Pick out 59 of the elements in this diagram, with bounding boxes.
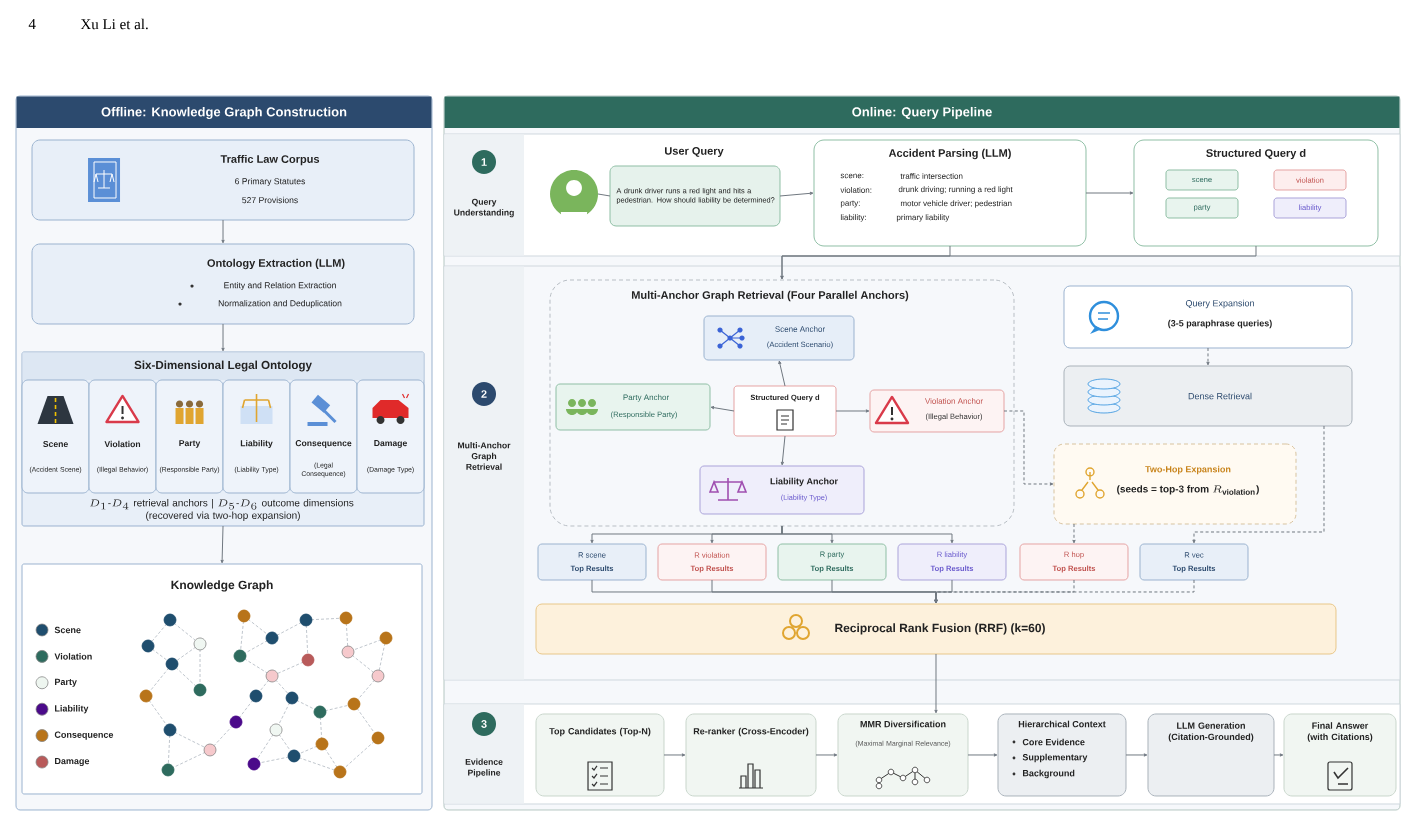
field-chip — [1273, 197, 1347, 219]
field-chip — [1273, 169, 1347, 191]
step-box — [1283, 713, 1397, 797]
arrow — [1192, 425, 1325, 544]
arrow — [590, 525, 783, 544]
arrow — [780, 435, 786, 466]
arrow — [1125, 753, 1148, 757]
arrow — [779, 191, 814, 197]
arrow — [1273, 753, 1284, 757]
arrow — [220, 525, 224, 564]
arrow — [778, 360, 786, 387]
arrow — [1072, 523, 1076, 544]
result-box — [657, 543, 767, 581]
field-chip — [1165, 197, 1239, 219]
anchor-box — [703, 315, 855, 361]
fusion-box — [535, 603, 1337, 655]
speech-box — [609, 147, 781, 227]
label-text: $D_{1}\text{-}D_{4}\text{ retrieval anchors | }D_{5}\text{-}D_{6}\text{ outcome dimensions }\allowbreak\text{(recovered via two-hop expansion)}$ — [90, 499, 354, 521]
arrow — [780, 245, 951, 280]
result-box — [777, 543, 887, 581]
step-box — [1147, 713, 1275, 797]
arrow — [1003, 410, 1054, 486]
dimension-card — [88, 379, 157, 494]
expansion-box — [1053, 443, 1297, 525]
anchor-box — [555, 383, 711, 431]
arrow — [663, 753, 686, 757]
arrow — [221, 323, 225, 352]
label-text: $\text{(seeds = top-3 from }R_{\text{violation}}\text{)}$ — [1117, 485, 1259, 495]
step-box — [997, 713, 1127, 797]
arrow — [710, 406, 735, 412]
arrow — [1085, 191, 1134, 195]
arrow — [835, 409, 870, 413]
process-box — [31, 243, 415, 325]
arrow — [815, 753, 838, 757]
arrow — [967, 753, 998, 757]
dimension-card — [155, 379, 224, 494]
step-box — [837, 713, 969, 797]
connector-line — [597, 193, 611, 197]
process-box — [1063, 365, 1353, 427]
field-chip — [1165, 169, 1239, 191]
result-box — [1139, 543, 1249, 581]
arrow — [934, 653, 938, 714]
query-box — [733, 385, 837, 437]
dimension-card — [356, 379, 425, 494]
step-box — [535, 713, 665, 797]
process-box — [1063, 285, 1353, 349]
anchor-box — [869, 389, 1005, 433]
process-box — [813, 139, 1087, 247]
graph-panel — [21, 563, 423, 795]
step-box — [685, 713, 817, 797]
arrow — [1206, 347, 1210, 366]
result-box — [537, 543, 647, 581]
arrow — [591, 579, 938, 604]
anchor-box — [699, 465, 865, 515]
result-box — [1019, 543, 1129, 581]
result-box — [897, 543, 1007, 581]
arrow — [221, 219, 225, 244]
dimension-card — [289, 379, 358, 494]
process-box — [31, 139, 415, 221]
